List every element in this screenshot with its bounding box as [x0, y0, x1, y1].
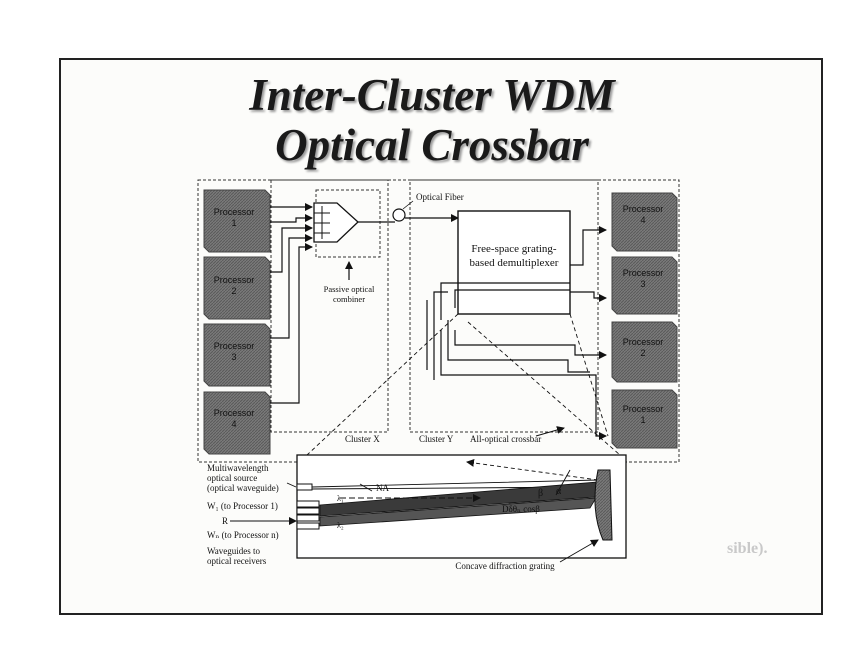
inset-waveguides-label-2: optical receivers: [207, 556, 267, 566]
left-processor-3: Processor 3: [203, 323, 271, 387]
right-processor-3: Processor 3: [611, 256, 678, 315]
processor-number: 1: [231, 218, 236, 228]
right-processor-4: Processor 4: [611, 192, 678, 252]
concave-grating: [594, 469, 613, 541]
combiner-label-1: Passive optical: [324, 284, 375, 294]
diffracted-beam-2: [319, 497, 597, 527]
combiner-label-2: combiner: [333, 294, 365, 304]
inset-source-label-1: Multiwavelength: [207, 463, 269, 473]
outer-boundary: [197, 179, 680, 463]
processor-number: 2: [231, 286, 236, 296]
demux-label-2: based demultiplexer: [470, 257, 559, 269]
processor-label: Processor: [623, 404, 664, 414]
left-processor-4: Processor 4: [203, 391, 271, 455]
normal-line: [466, 458, 599, 481]
inset-wn-label: Wₙ (to Processor n): [207, 530, 279, 540]
demultiplexer-box: [457, 210, 571, 315]
ghost-bullet: sible).: [727, 540, 768, 557]
lambda1-label: λ₁: [337, 494, 344, 503]
processor-number: 4: [231, 419, 236, 429]
crossbar-label: All-optical crossbar: [470, 434, 541, 444]
processor-label: Processor: [214, 275, 255, 285]
waveguide-stack: [296, 483, 320, 530]
inset-r-label: R: [222, 516, 228, 526]
left-processor-1: Processor 1: [203, 189, 271, 253]
processor-number: 2: [640, 348, 645, 358]
right-processor-2: Processor 2: [611, 321, 678, 383]
na-label: NA: [376, 483, 389, 493]
demux-dashed-edge: [569, 313, 609, 437]
zoom-line-right: [467, 321, 621, 456]
title-line-1: Inter-Cluster WDM: [249, 70, 615, 120]
processor-label: Processor: [214, 341, 255, 351]
alpha-label: α: [556, 486, 562, 497]
passive-combiner: [313, 202, 359, 243]
demux-label-1: Free-space grating-: [471, 243, 557, 255]
processor-number: 3: [231, 352, 236, 362]
grating-label: Concave diffraction grating: [455, 561, 555, 571]
processor-label: Processor: [623, 204, 664, 214]
output-fibers: [426, 226, 607, 440]
lambda2-label: λ₂: [337, 521, 344, 530]
cluster-y-label: Cluster Y: [419, 434, 454, 444]
fiber-coil: [392, 208, 406, 222]
optical-fiber-label: Optical Fiber: [416, 192, 464, 202]
input-fibers: [270, 203, 313, 404]
processor-number: 3: [640, 279, 645, 289]
cluster-x-boundary: [270, 179, 389, 433]
inset-source-label-3: (optical waveguide): [207, 483, 279, 493]
processor-label: Processor: [623, 337, 664, 347]
processor-label: Processor: [214, 207, 255, 217]
dispersion-label: Dδθₙ cosβ: [502, 504, 540, 514]
inset-waveguides-label-1: Waveguides to: [207, 546, 261, 556]
processor-label: Processor: [623, 268, 664, 278]
processor-number: 1: [640, 415, 645, 425]
right-processor-1: Processor 1: [611, 389, 678, 449]
processor-label: Processor: [214, 408, 255, 418]
processor-number: 4: [640, 215, 645, 225]
combiner-boundary: [315, 189, 381, 258]
inset-w1-label: W₁ (to Processor 1): [207, 501, 278, 511]
cluster-x-label: Cluster X: [345, 434, 380, 444]
left-processor-2: Processor 2: [203, 256, 271, 320]
beta-label: β: [538, 488, 543, 499]
title-line-2: Optical Crossbar: [275, 120, 589, 170]
inset-source-label-2: optical source: [207, 473, 257, 483]
slide-title: Inter-Cluster WDM Optical Crossbar: [0, 70, 864, 170]
